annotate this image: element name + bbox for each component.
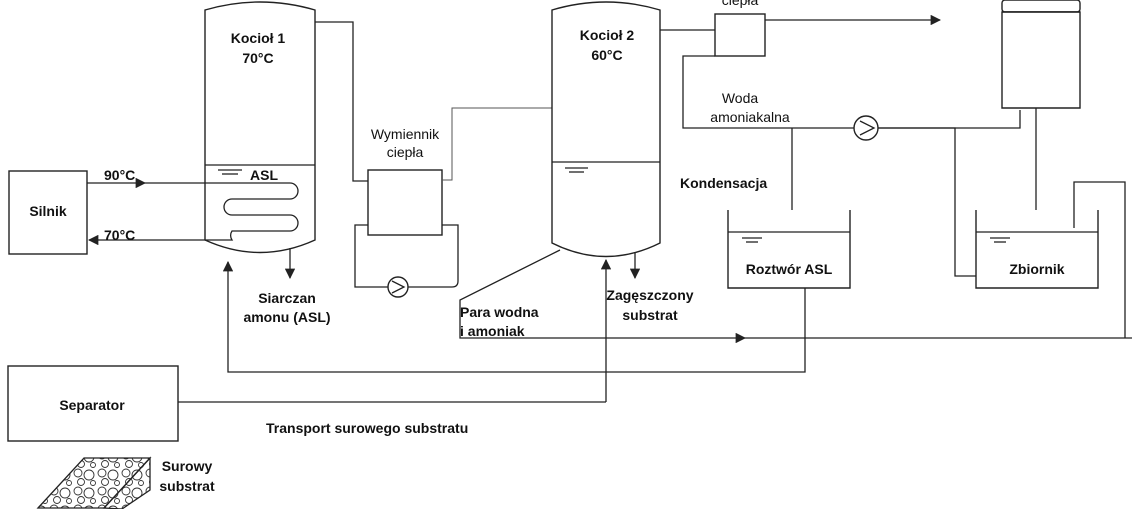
boiler-1 <box>100 1 316 254</box>
woda-label-1: Woda <box>722 90 759 106</box>
boiler-2-temp: 60°C <box>591 47 622 63</box>
pump-2-icon <box>859 120 876 136</box>
asl-return-pipe <box>222 260 806 373</box>
surowy-label-2: substrat <box>159 478 215 494</box>
engine-label: Silnik <box>29 203 67 219</box>
vapour-pipe-1 <box>315 21 368 182</box>
boiler-2-name: Kocioł 2 <box>580 27 635 43</box>
boiler-1-name: Kocioł 1 <box>231 30 286 46</box>
exchanger-to-boiler2-pipe <box>442 104 576 181</box>
asl-level-label: ASL <box>250 167 278 183</box>
zageszczony-label-2: substrat <box>622 307 678 323</box>
woda-label-2: amoniakalna <box>710 109 790 125</box>
siarczan-label-2: amonu (ASL) <box>243 309 330 325</box>
vapour-ammonia-pipe <box>459 249 747 344</box>
pump-1-icon <box>391 280 406 294</box>
engine-box <box>8 170 88 255</box>
para-label-1: Para wodna <box>460 304 539 320</box>
condenser <box>1001 0 1081 109</box>
siarczan-label-1: Siarczan <box>258 290 316 306</box>
heat-exchanger-1 <box>367 169 443 236</box>
tank-to-pump-pipe <box>878 127 976 277</box>
temp-out-label: 70°C <box>104 227 135 243</box>
zbiornik-label: Zbiornik <box>1009 261 1064 277</box>
separator-label: Separator <box>59 397 125 413</box>
temp-in-label: 90°C <box>104 167 135 183</box>
top-exchanger-label: ciepła <box>722 0 759 8</box>
ammonia-water-return <box>878 110 1021 129</box>
ammonia-water-loop <box>682 55 862 129</box>
raw-substrate-block <box>36 456 152 509</box>
pump-loop-left <box>354 224 392 288</box>
pump-loop-right <box>408 224 459 288</box>
surowy-label-1: Surowy <box>162 458 213 474</box>
heating-coil <box>100 182 299 241</box>
storage-tank <box>975 210 1099 289</box>
roztwor-label: Roztwór ASL <box>746 261 833 277</box>
zageszczony-label-1: Zagęszczony <box>606 287 693 303</box>
boiler-1-temp: 70°C <box>242 50 273 66</box>
kondensacja-label: Kondensacja <box>680 175 767 191</box>
exchanger-label-1: Wymiennik <box>371 126 440 142</box>
asl-solution-tank <box>727 210 851 289</box>
para-label-2: i amoniak <box>460 323 525 339</box>
heat-exchanger-2 <box>714 13 766 57</box>
exchanger-label-2: ciepła <box>387 144 424 160</box>
separator-box <box>7 365 179 442</box>
tank-return-pipe <box>1073 181 1126 338</box>
boiler-2 <box>551 1 661 258</box>
transport-label: Transport surowego substratu <box>266 420 468 436</box>
